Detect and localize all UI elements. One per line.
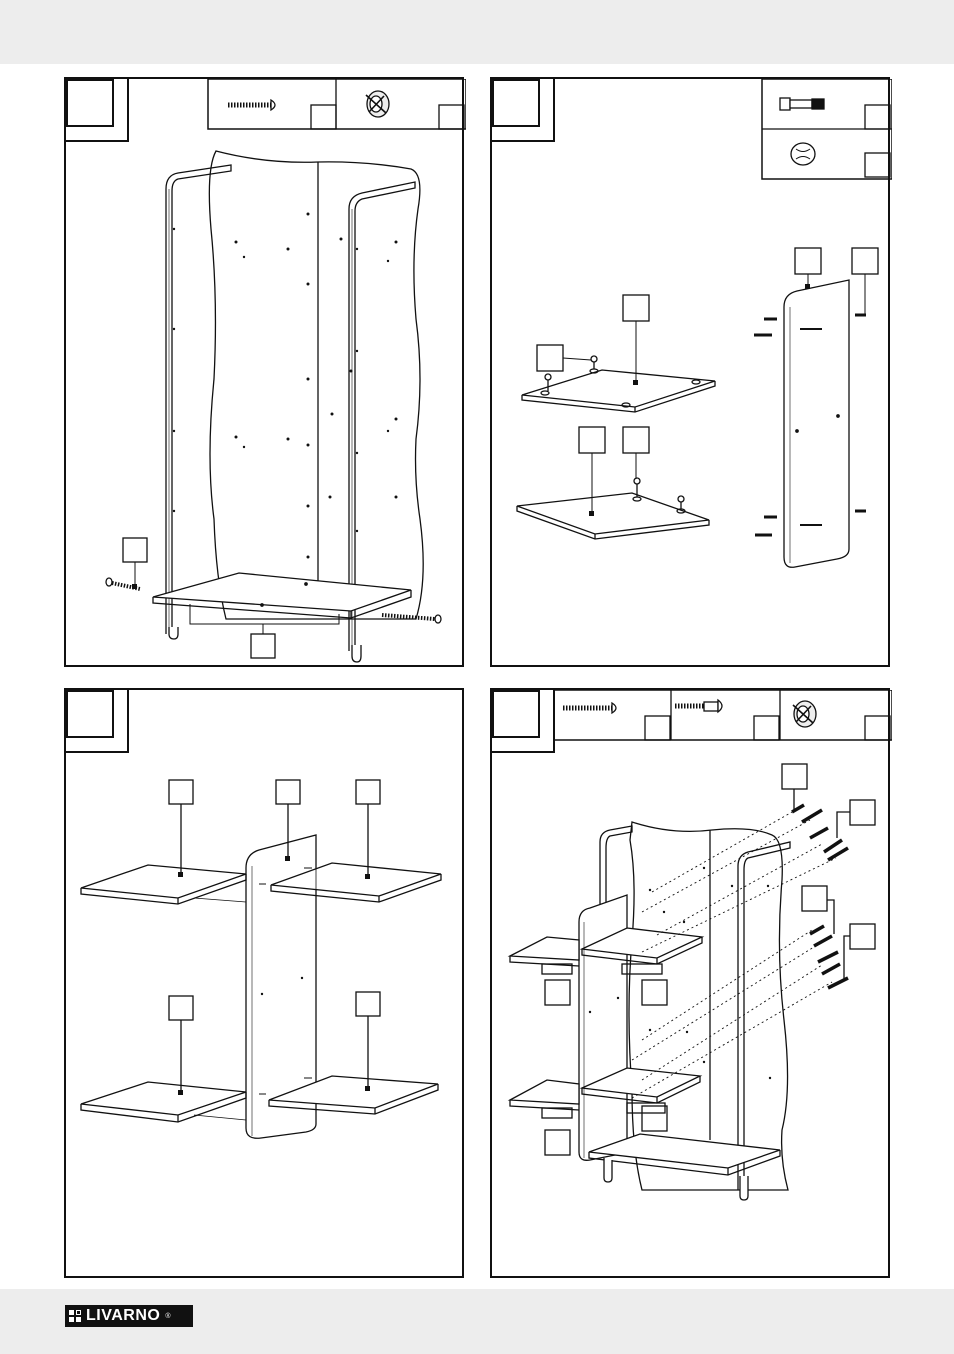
callout-box (781, 763, 808, 790)
callout-box (355, 779, 381, 805)
side-panel-bolts (754, 313, 866, 537)
step-number-box (66, 690, 114, 738)
hardware-strip (207, 79, 466, 130)
brand-logo: LIVARNO ® (65, 1305, 193, 1327)
side-panel (783, 279, 850, 568)
step-2-illustration (492, 79, 892, 568)
bottom-shelf (152, 572, 412, 619)
step-panel-4 (490, 688, 892, 1278)
callout-box (851, 247, 879, 275)
callout-box (250, 633, 276, 659)
insertion-guides (631, 811, 837, 1099)
divider-board (245, 834, 317, 1139)
screw-set-lower (809, 924, 849, 990)
screw-set-upper (791, 803, 849, 862)
callout-box (578, 426, 606, 454)
callout-box (355, 991, 381, 1017)
screw-cap-icon (790, 142, 816, 166)
left-upright (165, 164, 232, 634)
bottom-shelf (588, 1133, 781, 1201)
step-4-illustration (492, 690, 892, 1201)
step-panel-1 (64, 77, 466, 667)
step-3-illustration (66, 690, 442, 1139)
shelf-lower-left (80, 1081, 247, 1123)
callout-box (544, 979, 571, 1006)
callout-box (168, 779, 194, 805)
cam-bolt-icon (779, 97, 825, 111)
callout-box (275, 779, 301, 805)
hardware-strip (553, 690, 892, 741)
back-board (208, 150, 424, 620)
insert-markers (259, 867, 312, 1095)
callout-box (849, 799, 876, 826)
callout-box (641, 979, 668, 1006)
header-band (0, 0, 954, 64)
right-upright (348, 181, 416, 651)
step-1-illustration (66, 79, 466, 663)
shelf-lower-left (507, 1079, 580, 1119)
shelf-panel-lower (516, 492, 710, 540)
callout-box (622, 294, 650, 322)
brand-name: LIVARNO (86, 1307, 161, 1324)
cam-nut-markers (544, 355, 685, 509)
shelf-upper-left (507, 936, 580, 975)
logo-mark-icon (69, 1310, 81, 1322)
callout-box (801, 885, 828, 912)
side-screw-left (105, 577, 141, 591)
long-screw-icon (563, 701, 617, 715)
step-number-box (492, 79, 540, 127)
wood-dowel-screw-icon (675, 698, 723, 714)
callout-box (641, 1105, 668, 1132)
cam-lock-nut-icon (792, 700, 817, 728)
shelf-lower-right (579, 1067, 703, 1114)
long-screw-icon (228, 98, 276, 112)
hardware-strip (761, 79, 892, 180)
callout-box (794, 247, 822, 275)
step-panel-2 (490, 77, 892, 667)
side-screw-right (381, 613, 442, 624)
shelf-panel-upper (521, 368, 716, 413)
shelf-upper-right (579, 927, 705, 975)
step-number-box (66, 79, 114, 127)
callout-box (168, 995, 194, 1021)
back-board (628, 821, 789, 1191)
registered-mark: ® (165, 1312, 171, 1320)
shelf-upper-right (270, 862, 442, 960)
callout-box (544, 1129, 571, 1156)
cam-lock-nut-icon (365, 90, 390, 118)
right-upright (737, 841, 791, 1190)
shelf-upper-left (80, 864, 247, 905)
step-number-box (492, 690, 540, 738)
callout-box (622, 426, 650, 454)
callout-box (122, 537, 148, 563)
callout-box (849, 923, 876, 950)
shelf-lower-right (268, 1075, 439, 1115)
step-panel-3 (64, 688, 464, 1278)
callout-box (536, 344, 564, 372)
